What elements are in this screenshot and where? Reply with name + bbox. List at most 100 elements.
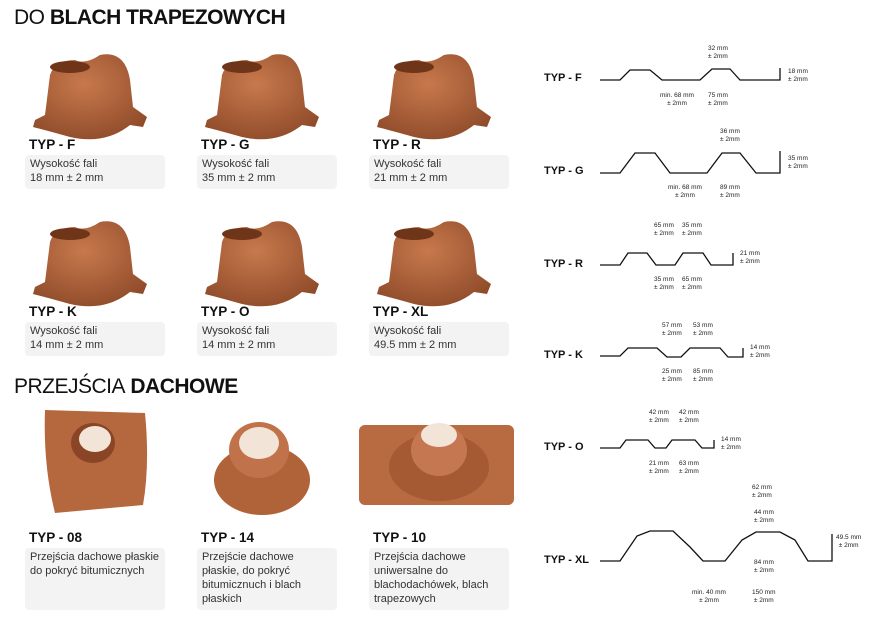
flat-passage-image xyxy=(44,410,148,513)
dimension-label: 14 mm± 2mm xyxy=(721,436,741,452)
tolerance: ± 2mm xyxy=(750,352,770,359)
product-name: TYP - O xyxy=(201,304,250,319)
diagram-type-label: TYP - XL xyxy=(544,554,590,566)
passage-name: TYP - 08 xyxy=(29,530,83,545)
dimension-value: 53 mm xyxy=(693,322,713,329)
dimension-label: 32 mm± 2mm xyxy=(708,45,728,61)
section-title-passages: PRZEJŚCIA DACHOWE xyxy=(14,375,238,399)
tolerance: ± 2mm xyxy=(788,163,808,170)
dimension-value: 18 mm xyxy=(788,68,808,75)
tolerance: ± 2mm xyxy=(654,284,674,291)
sheet-profile-line xyxy=(600,439,715,449)
dimension-value: 36 mm xyxy=(720,128,740,135)
dimension-label: 53 mm± 2mm xyxy=(693,322,713,338)
dimension-value: 42 mm xyxy=(679,409,699,416)
dimension-value: 150 mm xyxy=(752,589,776,596)
dimension-value: min. 68 mm xyxy=(660,92,694,99)
section-title-trapezoidal: DO BLACH TRAPEZOWYCH xyxy=(14,6,286,30)
dimension-value: 57 mm xyxy=(662,322,682,329)
desc-line: 49.5 mm ± 2 mm xyxy=(374,339,457,351)
product-desc: Wysokość fali 49.5 mm ± 2 mm xyxy=(369,322,509,356)
dimension-value: 21 mm xyxy=(649,460,669,467)
tolerance: ± 2mm xyxy=(754,517,774,524)
desc-line: 14 mm ± 2 mm xyxy=(30,339,104,351)
desc-line: Wysokość fali xyxy=(374,158,442,170)
tolerance: ± 2mm xyxy=(720,136,740,143)
product-name: TYP - K xyxy=(29,304,77,319)
tolerance: ± 2mm xyxy=(662,330,682,337)
dimension-value: 85 mm xyxy=(693,368,713,375)
tolerance: ± 2mm xyxy=(654,230,674,237)
dimension-label: 42 mm± 2mm xyxy=(679,409,699,425)
desc-line: 14 mm ± 2 mm xyxy=(202,339,276,351)
dimension-label: 65 mm± 2mm xyxy=(682,276,702,292)
product-name: TYP - R xyxy=(373,137,421,152)
dimension-value: 44 mm xyxy=(754,509,774,516)
roof-cap-image xyxy=(33,221,147,307)
tolerance: ± 2mm xyxy=(708,100,728,107)
diagram-type-label: TYP - K xyxy=(544,349,583,361)
desc-line: 35 mm ± 2 mm xyxy=(202,172,276,184)
dimension-value: 49.5 mm xyxy=(836,534,862,541)
dimension-label: 63 mm± 2mm xyxy=(679,460,699,476)
dimension-label: 49.5 mm± 2mm xyxy=(836,534,861,550)
tolerance: ± 2mm xyxy=(708,53,728,60)
dimension-label: 89 mm± 2mm xyxy=(720,184,740,200)
tolerance: ± 2mm xyxy=(788,76,808,83)
dimension-value: 35 mm xyxy=(654,276,674,283)
dimension-value: 84 mm xyxy=(754,559,774,566)
tolerance: ± 2mm xyxy=(721,444,741,451)
dimension-value: 35 mm xyxy=(788,155,808,162)
tolerance: ± 2mm xyxy=(682,230,702,237)
dimension-label: min. 68 mm± 2mm xyxy=(660,92,694,108)
tolerance: ± 2mm xyxy=(720,192,740,199)
dimension-label: 44 mm± 2mm xyxy=(754,509,774,525)
round-passage-image xyxy=(214,422,310,515)
roof-cap-image xyxy=(33,54,147,140)
passage-desc: Przejścia dachowe płaskie do pokryć bitu… xyxy=(25,548,165,610)
dimension-value: 65 mm xyxy=(654,222,674,229)
dimension-value: 62 mm xyxy=(752,484,772,491)
roof-cap-image xyxy=(205,221,319,307)
dimension-value: min. 40 mm xyxy=(692,589,726,596)
desc-line: Wysokość fali xyxy=(202,158,270,170)
passage-name: TYP - 14 xyxy=(201,530,255,545)
dimension-label: 42 mm± 2mm xyxy=(649,409,669,425)
dimension-label: min. 68 mm± 2mm xyxy=(668,184,702,200)
roof-cap-image xyxy=(377,54,491,140)
tolerance: ± 2mm xyxy=(679,417,699,424)
dimension-label: 85 mm± 2mm xyxy=(693,368,713,384)
dimension-value: 89 mm xyxy=(720,184,740,191)
universal-passage-image xyxy=(359,423,514,505)
sheet-profile-line xyxy=(600,68,781,81)
roof-cap-image xyxy=(205,54,319,140)
diagram-type-label: TYP - O xyxy=(544,441,584,453)
dimension-value: 63 mm xyxy=(679,460,699,467)
tolerance: ± 2mm xyxy=(649,468,669,475)
tolerance: ± 2mm xyxy=(838,542,859,549)
desc-line: Wysokość fali xyxy=(374,325,442,337)
dimension-value: 75 mm xyxy=(708,92,728,99)
tolerance: ± 2mm xyxy=(693,330,713,337)
dimension-label: min. 40 mm± 2mm xyxy=(692,589,726,605)
dimension-label: 84 mm± 2mm xyxy=(754,559,774,575)
dimension-label: 62 mm± 2mm xyxy=(752,484,772,500)
passage-desc: Przejście dachowe płaskie, do pokryć bit… xyxy=(197,548,337,610)
dimension-label: 57 mm± 2mm xyxy=(662,322,682,338)
sheet-profile-line xyxy=(600,151,781,174)
sheet-profile-line xyxy=(600,252,734,266)
dimension-label: 21 mm± 2mm xyxy=(740,250,760,266)
dimension-label: 21 mm± 2mm xyxy=(649,460,669,476)
dimension-label: 35 mm± 2mm xyxy=(788,155,808,171)
dimension-value: 35 mm xyxy=(682,222,702,229)
dimension-label: 18 mm± 2mm xyxy=(788,68,808,84)
product-name: TYP - XL xyxy=(373,304,429,319)
dimension-value: 14 mm xyxy=(750,344,770,351)
passage-name: TYP - 10 xyxy=(373,530,427,545)
sheet-profile-line xyxy=(600,347,744,358)
product-desc: Wysokość fali 35 mm ± 2 mm xyxy=(197,155,337,189)
